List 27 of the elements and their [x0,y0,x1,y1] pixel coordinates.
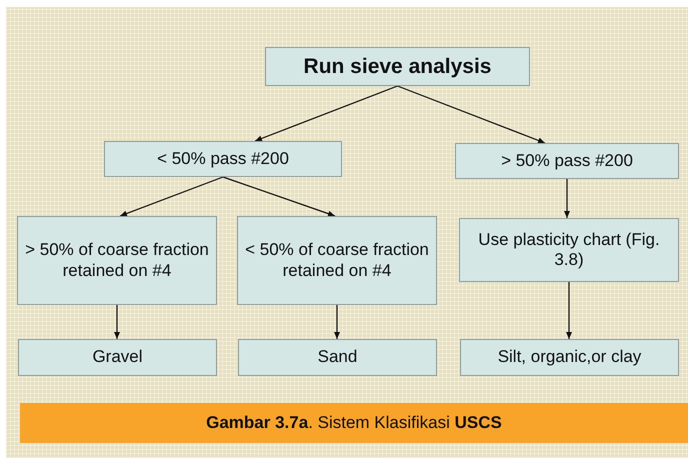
box-text: < 50% pass #200 [157,148,289,170]
arrow [114,305,120,339]
box-text: Silt, organic,or clay [498,347,642,368]
process-box [17,216,217,305]
process-box [455,143,679,179]
process-box [460,339,679,376]
arrow [222,176,336,217]
arrow [254,85,398,142]
process-box [459,218,679,282]
arrow [566,282,572,339]
process-box [104,141,342,177]
caption: Gambar 3.7a. Sistem Klasifikasi USCS [206,413,502,433]
process-box [238,339,437,376]
process-box [237,216,437,305]
box-text: Sand [318,347,358,368]
box-text: < 50% of coarse fraction retained on #4 [244,240,430,281]
box-text: > 50% of coarse fraction retained on #4 [24,240,210,281]
box-text: > 50% pass #200 [501,150,633,172]
arrow [397,85,546,144]
arrow [564,179,570,218]
process-box [265,47,530,86]
box-text: Gravel [92,347,143,368]
process-box [18,339,217,376]
arrow [120,176,224,217]
box-text: Use plasticity chart (Fig. 3.8) [477,230,661,270]
arrow [334,305,340,339]
box-text: Run sieve analysis [304,54,492,80]
